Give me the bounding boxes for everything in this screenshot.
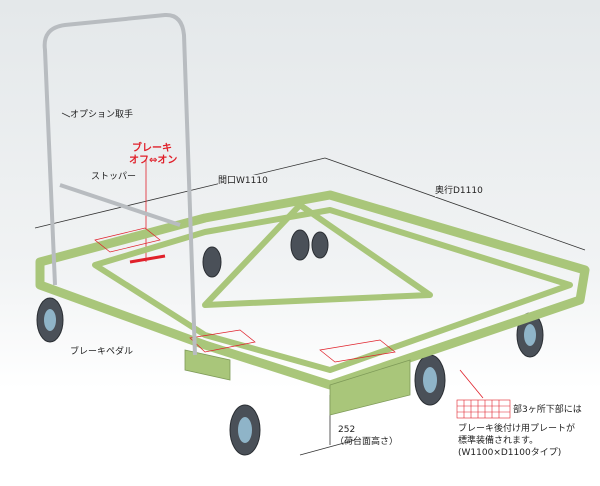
note-line1: ブレーキ後付け用プレートが [458, 424, 576, 434]
brake-arrow [129, 254, 166, 264]
brake-label-line2: オフ⇔オン [129, 155, 178, 166]
height-value: 252 [338, 425, 356, 435]
frame [35, 190, 590, 390]
option-handle [42, 12, 197, 356]
height-caption: （荷台面高さ） [335, 437, 399, 447]
note-line2: 標準装備されます。 [458, 436, 539, 446]
note-line3: (W1100×D1100タイプ) [458, 448, 562, 458]
legend-grid [456, 399, 511, 419]
note-title: 部3ヶ所下部には [513, 405, 582, 415]
opening-width-label: 間口W1110 [218, 175, 268, 187]
brake-plate-markers [94, 227, 396, 363]
stopper-label: ストッパー [91, 172, 137, 182]
depth-label: 奥行D1110 [435, 185, 483, 197]
brake-pedal-label: ブレーキペダル [70, 347, 134, 357]
brake-label-line1: ブレーキ [132, 143, 172, 154]
option-handle-label: オプション取手 [70, 110, 134, 120]
